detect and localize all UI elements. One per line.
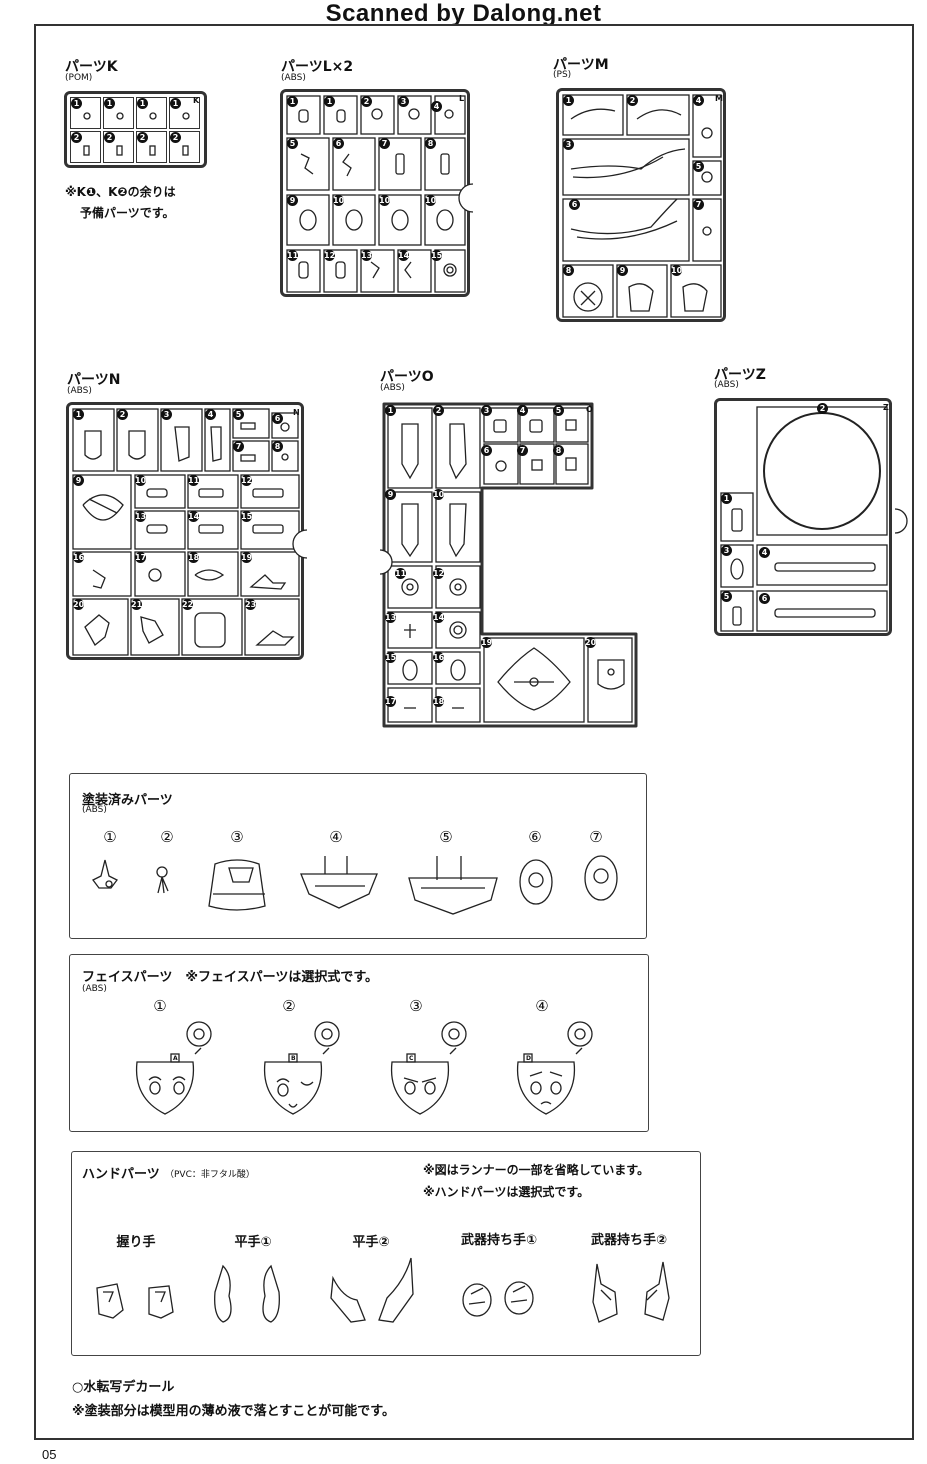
runner-m-letter: M xyxy=(715,94,723,103)
face-parts-material: (ABS) xyxy=(82,984,107,994)
face-3-tag: C xyxy=(409,1055,414,1062)
runner-k-name: パーツK xyxy=(65,59,118,75)
runner-m-name: パーツM xyxy=(553,57,609,73)
hand-label-fist: 握り手 xyxy=(116,1235,156,1250)
runner-z-material: (ABS) xyxy=(714,380,739,390)
k-spare-note-line2: 予備パーツです。 xyxy=(80,206,175,220)
painted-parts-material: (ABS) xyxy=(82,805,107,815)
runner-m-material: (PS) xyxy=(553,70,572,80)
runner-o-name: パーツO xyxy=(380,369,434,385)
runner-k-letter: K xyxy=(193,96,200,105)
painted-part-1-number: ① xyxy=(103,828,117,846)
runner-o-art xyxy=(379,402,638,728)
runner-l-letter: L xyxy=(459,94,465,103)
painted-parts-title: 塗装済みパーツ xyxy=(82,793,173,808)
hand-parts-art xyxy=(96,1257,670,1323)
scanner-watermark: Scanned by Dalong.net xyxy=(325,0,602,27)
face-1-tag: A xyxy=(173,1055,178,1062)
face-4-tag: D xyxy=(526,1055,531,1062)
runner-n-grid-art xyxy=(72,408,308,656)
face-2-number: ② xyxy=(282,997,296,1015)
hand-label-flat-1: 平手① xyxy=(234,1235,272,1250)
painted-part-7-number: ⑦ xyxy=(589,828,603,846)
runner-k-material: (POM) xyxy=(65,73,93,83)
runner-n-material: (ABS) xyxy=(67,386,92,396)
face-1-number: ① xyxy=(153,997,167,1015)
painted-parts-box xyxy=(69,773,647,939)
page-frame xyxy=(34,24,914,1440)
hand-parts-title: ハンドパーツ xyxy=(82,1167,160,1182)
runner-z-art xyxy=(720,406,908,632)
painted-part-3-number: ③ xyxy=(230,828,244,846)
hand-note-omitted: ※図はランナーの一部を省略しています。 xyxy=(423,1163,650,1177)
face-3-number: ③ xyxy=(409,997,423,1015)
runner-l-grid-art xyxy=(286,95,474,293)
painted-part-5-number: ⑤ xyxy=(439,828,453,846)
runner-o-material: (ABS) xyxy=(380,383,405,393)
runner-o-letter: O xyxy=(586,405,593,414)
hand-label-weapon-2: 武器持ち手② xyxy=(590,1233,667,1248)
face-parts-title: フェイスパーツ ※フェイスパーツは選択式です。 xyxy=(82,970,379,985)
face-parts-art xyxy=(135,1021,593,1115)
decal-note: ○水転写デカール xyxy=(72,1380,175,1395)
painted-part-2-number: ② xyxy=(160,828,174,846)
painted-part-6-number: ⑥ xyxy=(528,828,542,846)
hand-label-flat-2: 平手② xyxy=(352,1235,390,1250)
hand-parts-material: （PVC：非フタル酸） xyxy=(165,1170,255,1180)
runner-l-material: (ABS) xyxy=(281,73,306,83)
painted-part-4-number: ④ xyxy=(329,828,343,846)
runner-k-parts-art xyxy=(83,112,190,156)
page-number: 05 xyxy=(42,1447,57,1462)
hand-label-weapon-1: 武器持ち手① xyxy=(460,1233,537,1248)
runner-n-name: パーツN xyxy=(67,372,121,388)
face-parts-box xyxy=(69,954,649,1132)
painted-parts-art xyxy=(92,855,618,915)
k-spare-note-line1: ※K❶、K❷の余りは xyxy=(65,185,176,199)
face-2-tag: B xyxy=(291,1055,296,1062)
hand-note-selectable: ※ハンドパーツは選択式です。 xyxy=(423,1185,590,1199)
runner-m-grid-art xyxy=(562,94,722,318)
runner-l-name: パーツL×2 xyxy=(281,59,354,75)
paint-removal-note: ※塗装部分は模型用の薄め液で落とすことが可能です。 xyxy=(72,1404,395,1419)
face-4-number: ④ xyxy=(535,997,549,1015)
runner-z-name: パーツZ xyxy=(714,367,766,383)
hand-parts-box xyxy=(71,1151,701,1356)
